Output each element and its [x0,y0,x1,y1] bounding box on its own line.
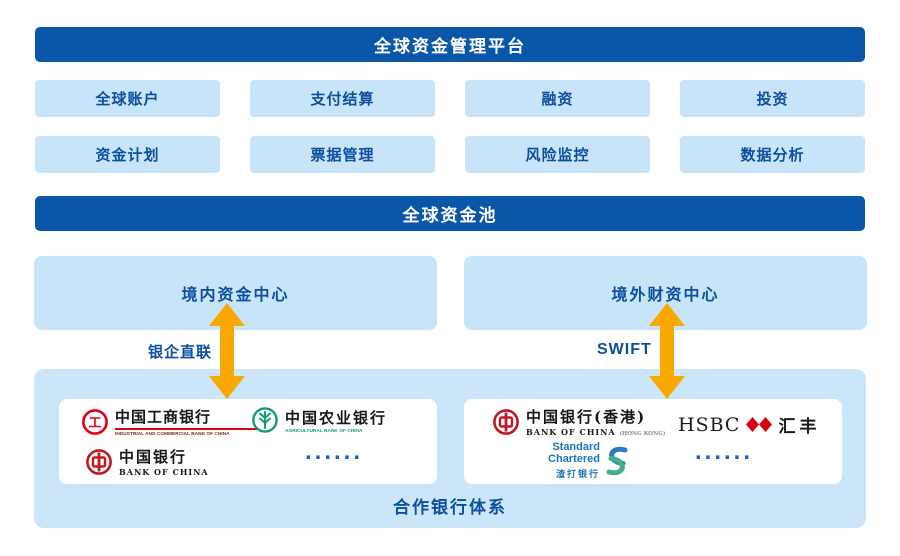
platform-title: 全球资金管理平台 [374,37,526,56]
hsbc-name-cn: 汇丰 [778,417,821,437]
module-payment-settlement: 支付结算 [250,80,435,117]
bank-bochk: 中国银行(香港) BANK OF CHINA (HONG KONG) [492,406,665,437]
bank-boc: 中国银行 BANK OF CHINA [85,446,209,477]
module-risk-monitoring: 风险监控 [465,136,650,173]
bank-name-en: Standard Chartered [548,441,600,465]
standard-chartered-logo-icon [606,446,628,475]
bank-name-cn: 中国银行(香港) [526,408,647,426]
module-grid: 全球账户 支付结算 融资 投资 资金计划 票据管理 风险监控 数据分析 [35,80,865,173]
bank-abc: 中国农业银行 AGRICULTURAL BANK OF CHINA [251,406,387,434]
abc-logo-icon [252,407,278,433]
swift-label: SWIFT [597,341,652,358]
hsbc-wordmark: HSBC [678,413,741,436]
bank-icbc: 工 中国工商银行 INDUSTRIAL AND COMMERCIAL BANK … [81,406,259,437]
bank-name-en: AGRICULTURAL BANK OF CHINA [285,428,363,433]
module-financing: 融资 [465,80,650,117]
overseas-banks-card: 中国银行(香港) BANK OF CHINA (HONG KONG) HSBC … [464,399,842,484]
partner-banks-title: 合作银行体系 [393,498,507,517]
more-banks-ellipsis: ...... [305,438,364,465]
module-investment: 投资 [680,80,865,117]
bank-standard-chartered: Standard Chartered 渣打银行 [534,441,628,480]
svg-text:工: 工 [88,415,101,430]
bank-name-cn: 中国银行 [119,448,188,466]
module-bill-management: 票据管理 [250,136,435,173]
more-banks-ellipsis: ...... [695,438,754,465]
bank-name-en: INDUSTRIAL AND COMMERCIAL BANK OF CHINA [115,431,230,437]
bank-name-cn: 中国农业银行 [285,408,388,427]
cash-pool-title: 全球资金池 [402,206,498,225]
icbc-red-line [115,428,259,430]
domestic-banks-card: 工 中国工商银行 INDUSTRIAL AND COMMERCIAL BANK … [59,399,437,484]
bank-name-en-sub: (HONG KONG) [619,431,666,437]
bank-name-cn: 中国工商银行 [115,409,212,426]
bank-name-cn: 渣打银行 [555,469,600,479]
bank-name-en: BANK OF CHINA (HONG KONG) [526,427,666,437]
icbc-logo-icon: 工 [82,408,108,435]
bank-direct-link-label: 银企直联 [148,344,213,361]
module-fund-planning: 资金计划 [35,136,220,173]
double-arrow-domestic-icon [209,303,245,399]
module-global-accounts: 全球账户 [35,80,220,117]
bank-name-en: BANK OF CHINA [119,467,209,477]
platform-title-bar: 全球资金管理平台 [35,27,865,62]
hsbc-logo-icon [746,417,773,432]
double-arrow-swift-icon [649,303,685,399]
bank-hsbc: HSBC 汇丰 [678,412,821,438]
boc-logo-icon [86,448,112,475]
partner-banks-panel: 工 中国工商银行 INDUSTRIAL AND COMMERCIAL BANK … [34,369,866,528]
bochk-logo-icon [493,408,519,435]
cash-pool-bar: 全球资金池 [35,196,865,231]
module-data-analysis: 数据分析 [680,136,865,173]
